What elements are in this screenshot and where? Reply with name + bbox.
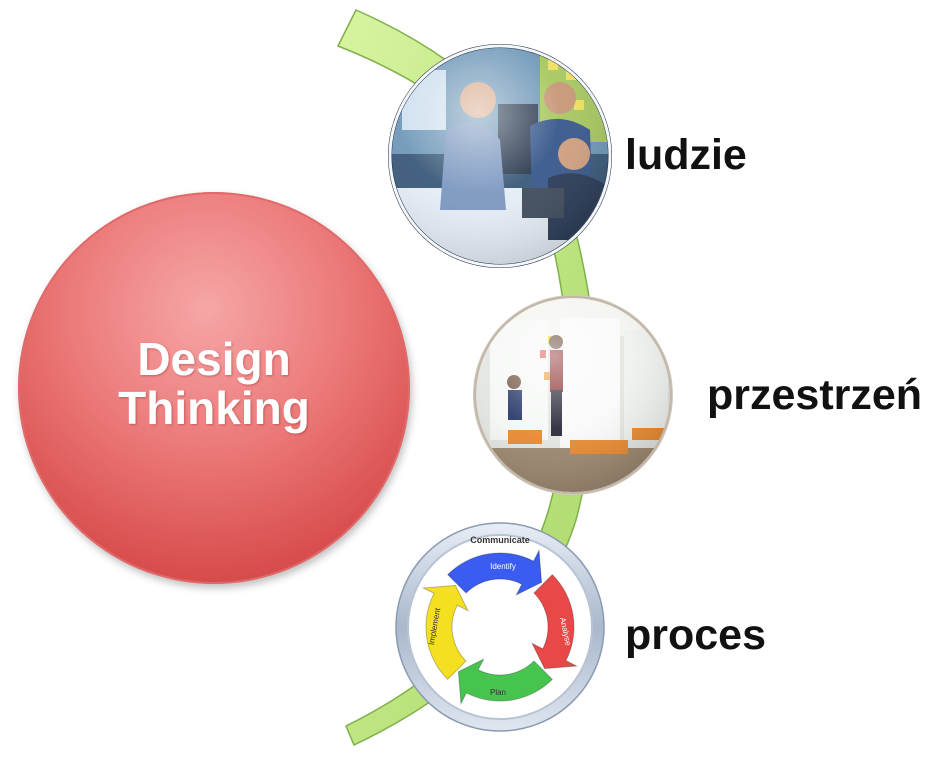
process-cycle-icon: Communicate Identify Analyse Plan Implem… [395,522,605,732]
cycle-arrow-identify [446,548,543,597]
cycle-step-identify: Identify [490,562,516,571]
title-line-1: Design [137,333,291,385]
cycle-step-plan: Plan [490,688,506,697]
title-line-2: Thinking [118,382,310,434]
design-thinking-title: Design Thinking [18,335,410,433]
cycle-title: Communicate [470,535,530,545]
label-przestrzen: przestrzeń [707,371,923,419]
cycle-arrow-implement [421,584,470,681]
label-proces: proces [625,611,767,659]
people-photo [388,44,612,268]
cycle-arrow-plan [457,657,554,706]
workspace-photo [473,295,673,495]
label-ludzie: ludzie [625,131,747,179]
design-thinking-circle [18,192,410,584]
cycle-arrow-analyse [530,573,579,670]
